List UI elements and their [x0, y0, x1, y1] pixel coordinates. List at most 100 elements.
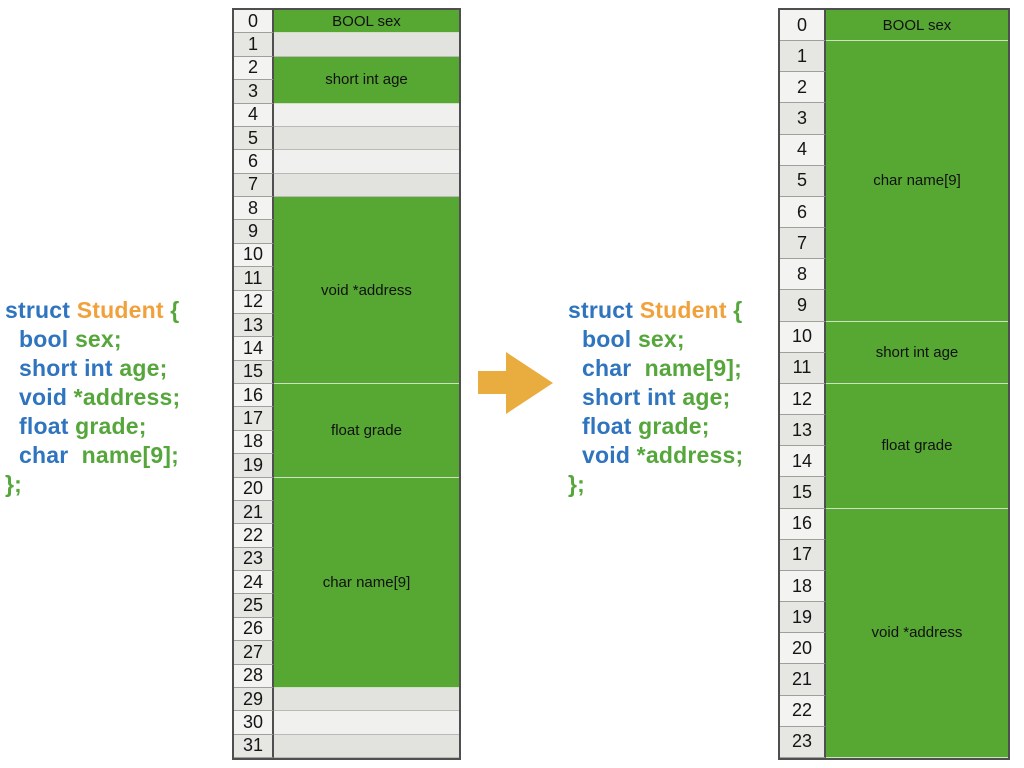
byte-offset-label: 13: [780, 415, 826, 447]
byte-offset-label: 6: [234, 150, 274, 174]
byte-offset-label: 15: [234, 360, 274, 384]
byte-offset-label: 4: [234, 103, 274, 127]
byte-offset-label: 13: [234, 313, 274, 338]
byte-offset-label: 3: [780, 103, 826, 135]
padding-cell: [274, 103, 459, 127]
code-token: grade;: [638, 413, 710, 439]
byte-offset-label: 29: [234, 687, 274, 712]
byte-offset-label: 14: [234, 337, 274, 361]
byte-offset-label: 12: [234, 290, 274, 314]
byte-offset-label: 20: [780, 633, 826, 665]
code-token: struct: [5, 297, 77, 323]
byte-offset-label: 2: [780, 72, 826, 104]
byte-offset-label: 15: [780, 477, 826, 509]
transform-arrow-icon: [478, 352, 553, 415]
byte-offset-label: 16: [234, 384, 274, 408]
byte-offset-label: 21: [234, 500, 274, 525]
byte-offset-label: 2: [234, 56, 274, 81]
code-token: bool: [19, 326, 75, 352]
code-token: float: [19, 413, 76, 439]
byte-offset-label: 22: [780, 695, 826, 727]
code-token: struct: [568, 297, 640, 323]
byte-offset-label: 23: [234, 547, 274, 571]
byte-offset-label: 9: [780, 290, 826, 322]
code-line: struct Student {: [5, 296, 180, 325]
code-token: age;: [682, 384, 731, 410]
code-line: char name[9];: [568, 354, 743, 383]
code-line: };: [5, 470, 180, 499]
byte-offset-label: 6: [780, 196, 826, 229]
code-line: short int age;: [5, 354, 180, 383]
padding-cell: [274, 734, 459, 758]
code-line: short int age;: [568, 383, 743, 412]
byte-offset-label: 7: [780, 228, 826, 260]
field-cell: float grade: [826, 383, 1008, 509]
byte-offset-label: 4: [780, 134, 826, 166]
code-token: name[9];: [81, 442, 180, 468]
byte-offset-label: 16: [780, 508, 826, 540]
struct-code-original: struct Student {bool sex;short int age;v…: [5, 296, 180, 499]
padding-cell: [274, 150, 459, 174]
code-token: float: [582, 413, 639, 439]
field-cell: float grade: [274, 384, 459, 478]
byte-offset-label: 0: [780, 10, 826, 42]
byte-offset-label: 11: [234, 267, 274, 291]
byte-offset-label: 18: [234, 430, 274, 455]
field-cell: void *address: [826, 508, 1008, 758]
code-line: char name[9];: [5, 441, 180, 470]
field-cell: void *address: [274, 197, 459, 384]
byte-offset-label: 19: [780, 602, 826, 634]
field-cell: char name[9]: [274, 477, 459, 688]
field-cell: short int age: [826, 321, 1008, 384]
byte-offset-label: 3: [234, 80, 274, 104]
code-token: short int: [19, 355, 120, 381]
code-line: float grade;: [5, 412, 180, 441]
byte-offset-label: 31: [234, 734, 274, 758]
byte-offset-label: 27: [234, 641, 274, 665]
code-token: char: [582, 355, 645, 381]
field-cell: BOOL sex: [826, 10, 1008, 42]
code-line: bool sex;: [568, 325, 743, 354]
code-line: };: [568, 470, 743, 499]
code-token: void: [19, 384, 74, 410]
code-token: bool: [582, 326, 638, 352]
code-line: struct Student {: [568, 296, 743, 325]
code-token: {: [733, 297, 743, 323]
code-token: void: [582, 442, 637, 468]
code-token: {: [170, 297, 180, 323]
byte-offset-label: 5: [234, 126, 274, 151]
field-cell: char name[9]: [826, 41, 1008, 322]
byte-offset-label: 11: [780, 352, 826, 384]
byte-offset-label: 26: [234, 617, 274, 642]
byte-offset-label: 19: [234, 454, 274, 478]
code-token: sex;: [637, 326, 685, 352]
byte-offset-label: 10: [780, 321, 826, 353]
code-token: short int: [582, 384, 683, 410]
struct-code-optimized: struct Student {bool sex;char name[9];sh…: [568, 296, 743, 499]
byte-offset-label: 8: [780, 259, 826, 291]
code-line: void *address;: [5, 383, 180, 412]
byte-offset-label: 1: [234, 33, 274, 57]
code-token: *address;: [636, 442, 744, 468]
byte-offset-label: 9: [234, 220, 274, 244]
byte-offset-label: 25: [234, 594, 274, 618]
byte-offset-label: 18: [780, 570, 826, 603]
byte-offset-label: 30: [234, 711, 274, 735]
byte-offset-label: 17: [234, 407, 274, 431]
byte-offset-label: 10: [234, 243, 274, 268]
code-token: Student: [76, 297, 171, 323]
code-token: char: [19, 442, 82, 468]
code-token: Student: [639, 297, 734, 323]
code-token: sex;: [74, 326, 122, 352]
padding-cell: [274, 126, 459, 151]
code-token: };: [568, 471, 586, 497]
padding-cell: [274, 711, 459, 735]
byte-offset-label: 8: [234, 197, 274, 221]
code-token: };: [5, 471, 23, 497]
code-line: float grade;: [568, 412, 743, 441]
byte-offset-label: 14: [780, 446, 826, 478]
field-cell: BOOL sex: [274, 10, 459, 34]
